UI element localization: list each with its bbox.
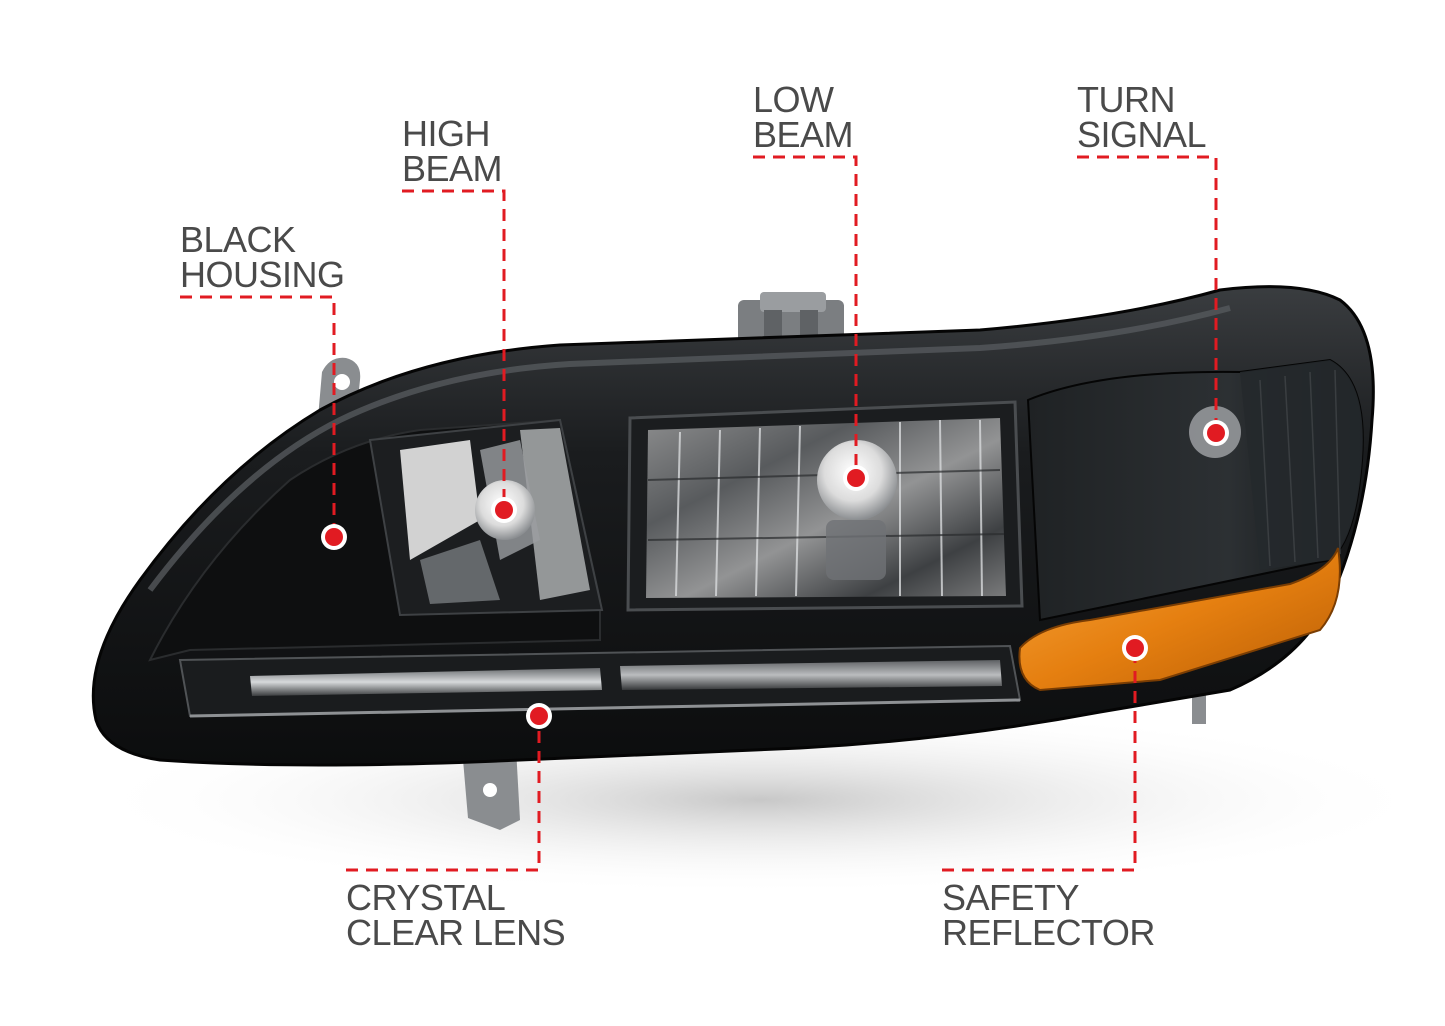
low-beam-reflector — [626, 400, 1024, 612]
marker-safety-reflector — [1122, 635, 1148, 661]
marker-high-beam — [491, 497, 517, 523]
amber-reflector — [1018, 547, 1341, 692]
clear-lens-strip — [178, 644, 1022, 718]
marker-black-housing — [321, 524, 347, 550]
marker-low-beam — [843, 465, 869, 491]
label-black-housing: BLACK HOUSING — [180, 219, 345, 295]
label-low-beam: LOW BEAM — [753, 79, 854, 155]
label-turn-signal: TURN SIGNAL — [1077, 79, 1207, 155]
housing-rim — [147, 305, 1231, 592]
high-beam-reflector — [368, 418, 604, 617]
marker-turn-signal — [1203, 420, 1229, 446]
marker-crystal-clear-lens — [526, 703, 552, 729]
turn-signal-housing — [1026, 358, 1364, 622]
callout-markers — [321, 420, 1229, 729]
label-high-beam: HIGH BEAM — [402, 113, 503, 189]
bottom-bracket — [462, 640, 1206, 830]
label-safety-reflector: SAFETY REFLECTOR — [942, 877, 1155, 953]
label-crystal-clear-lens: CRYSTAL CLEAR LENS — [346, 877, 566, 953]
leader-lines — [180, 155, 1218, 872]
